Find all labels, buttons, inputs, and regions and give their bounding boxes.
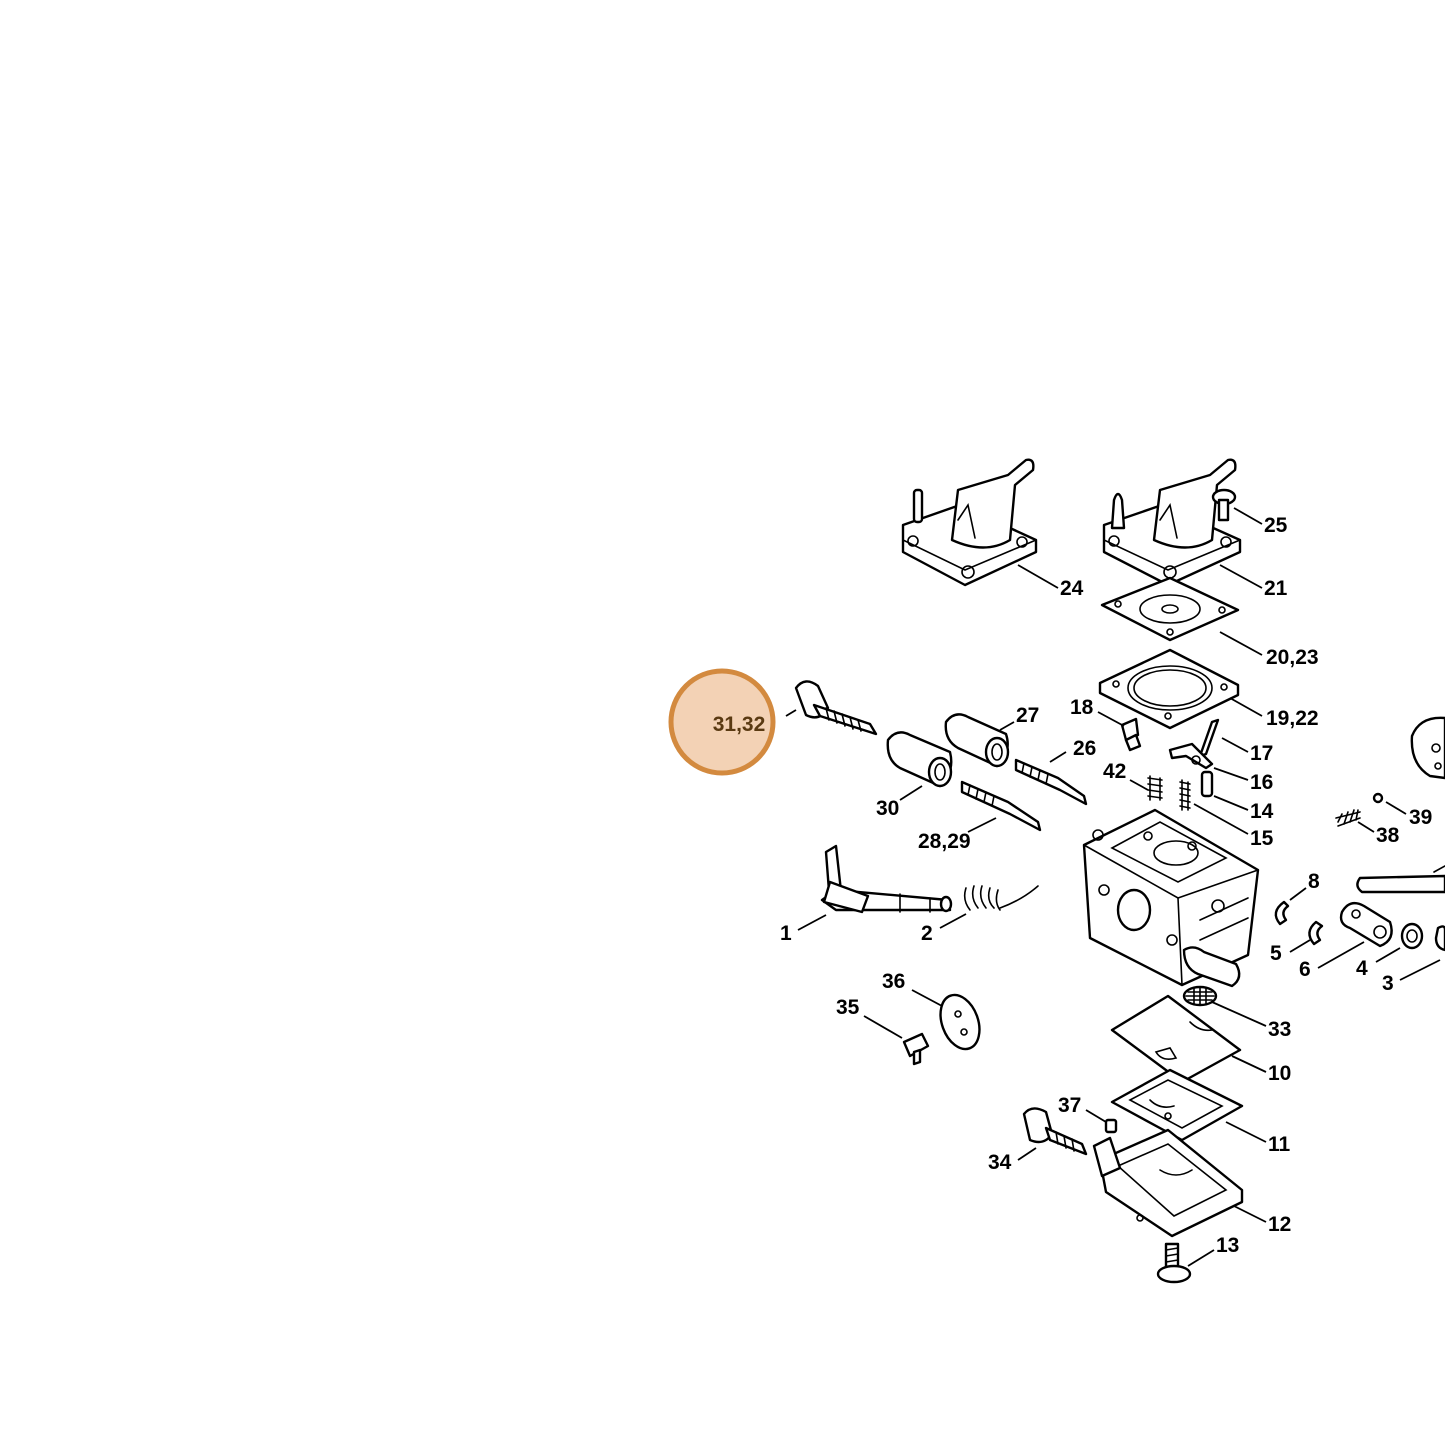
part-12-metering-cover[interactable] [1092,1128,1267,1238]
part-15-spring[interactable] [1179,779,1249,835]
callout-19-22[interactable]: 19,22 [1266,707,1319,730]
callout-24[interactable]: 24 [1060,577,1084,600]
part-19-22-gasket[interactable] [1098,648,1263,730]
callout-18[interactable]: 18 [1070,696,1094,719]
part-39-ball[interactable] [1372,792,1407,815]
part-24-pump-cover[interactable] [901,458,1059,589]
part-35-screw[interactable] [863,1015,930,1066]
part-42-spring[interactable] [1129,775,1163,801]
part-18-screw[interactable] [1097,711,1142,752]
callout-2[interactable]: 2 [921,922,933,945]
callout-16[interactable]: 16 [1250,771,1273,794]
callout-30[interactable]: 30 [876,797,899,820]
part-26-needle[interactable] [1014,751,1088,806]
callout-36[interactable]: 36 [882,970,905,993]
part-34-adjusting-screw[interactable] [1017,1107,1088,1161]
callout-12[interactable]: 12 [1268,1213,1291,1236]
part-6-lever[interactable] [1317,901,1393,969]
part-20-23-diaphragm[interactable] [1100,576,1263,656]
part-2-spring[interactable] [939,885,1039,929]
callout-34[interactable]: 34 [988,1151,1012,1174]
callout-8[interactable]: 8 [1308,870,1320,893]
part-13-screw[interactable] [1156,1242,1215,1284]
callout-39[interactable]: 39 [1409,806,1432,829]
callout-6[interactable]: 6 [1299,958,1311,981]
callout-3[interactable]: 3 [1382,972,1394,995]
callout-15[interactable]: 15 [1250,827,1274,850]
callout-42[interactable]: 42 [1103,760,1126,783]
part-8-circlip[interactable] [1274,887,1307,926]
callout-11[interactable]: 11 [1268,1133,1291,1156]
part-21-pump-cover[interactable] [1102,458,1263,589]
callout-labels: 24 25 21 20,23 19,22 27 18 26 17 42 16 3… [780,514,1432,1257]
part-25-screw[interactable] [1211,488,1263,525]
part-4-washer[interactable] [1375,922,1424,963]
highlight-circle[interactable] [668,668,776,776]
part-3[interactable] [1399,925,1445,981]
part-14-inlet-needle[interactable] [1200,770,1249,811]
callout-38[interactable]: 38 [1376,824,1400,847]
callout-14[interactable]: 14 [1250,800,1274,823]
part-17-pin[interactable] [1198,718,1249,758]
callout-26[interactable]: 26 [1073,737,1096,760]
part-28-29-needle[interactable] [960,780,1042,833]
callout-37[interactable]: 37 [1058,1094,1081,1117]
callout-35[interactable]: 35 [836,996,860,1019]
highlight-callout-31-32[interactable]: 31,32 [668,668,776,776]
part-10-metering-diaphragm[interactable] [1110,994,1267,1084]
part-1-choke-shaft[interactable] [797,844,953,931]
throttle-shaft[interactable] [1356,865,1445,894]
callout-27[interactable]: 27 [1016,704,1039,727]
callout-17[interactable]: 17 [1250,742,1273,765]
part-37-plug[interactable] [1085,1109,1118,1134]
part-30-limiter-cap[interactable] [886,731,953,801]
part-31-32-adjusting-screw[interactable] [785,680,878,736]
carburetor-body[interactable] [1082,808,1260,988]
callout-1[interactable]: 1 [780,922,792,945]
callout-33[interactable]: 33 [1268,1018,1291,1041]
part-38-spring[interactable] [1335,809,1375,833]
highlight-label: 31,32 [713,713,766,736]
callout-25[interactable]: 25 [1264,514,1288,537]
callout-5[interactable]: 5 [1270,942,1282,965]
part-11-gasket[interactable] [1110,1068,1267,1143]
callout-28-29[interactable]: 28,29 [918,830,971,853]
part-36-throttle-plate[interactable] [911,989,986,1055]
callout-4[interactable]: 4 [1356,957,1368,980]
callout-20-23[interactable]: 20,23 [1266,646,1319,669]
callout-10[interactable]: 10 [1268,1062,1291,1085]
partial-plate-right[interactable] [1410,716,1445,780]
callout-21[interactable]: 21 [1264,577,1288,600]
part-16-lever[interactable] [1168,742,1249,781]
callout-13[interactable]: 13 [1216,1234,1239,1257]
part-5-circlip[interactable] [1289,920,1324,953]
part-33-filter-screen[interactable] [1182,985,1267,1027]
part-27-limiter-cap[interactable] [944,713,1015,768]
